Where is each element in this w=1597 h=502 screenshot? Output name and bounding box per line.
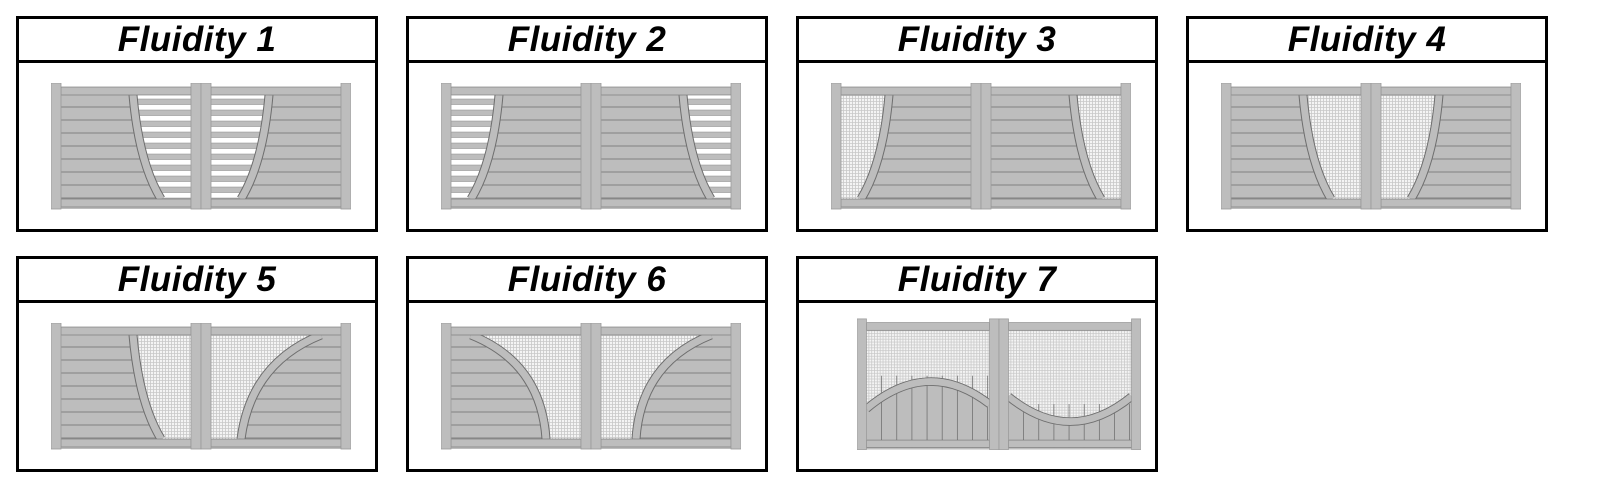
post <box>590 83 602 210</box>
left-mesh <box>866 330 990 409</box>
gate-drawing <box>51 323 351 450</box>
right-cutout <box>211 95 269 199</box>
post <box>441 83 452 210</box>
post <box>1510 83 1521 210</box>
post <box>190 83 202 210</box>
post <box>831 83 842 210</box>
gate-drawing <box>441 83 741 210</box>
gate-drawing <box>831 83 1131 210</box>
right-cutout <box>1381 95 1439 199</box>
post <box>590 323 602 450</box>
gate-card-fluidity-6[interactable]: Fluidity 6 <box>406 256 768 472</box>
top-rail <box>1230 86 1362 96</box>
gate-title: Fluidity 7 <box>799 259 1155 303</box>
post <box>51 323 62 450</box>
post <box>857 318 867 450</box>
top-rail <box>60 326 192 336</box>
post <box>989 318 1000 450</box>
post <box>730 83 741 210</box>
gate-card-fluidity-1[interactable]: Fluidity 1 <box>16 16 378 232</box>
gate-title: Fluidity 6 <box>409 259 765 303</box>
right-mesh <box>1008 330 1132 422</box>
top-rail <box>450 326 582 336</box>
post <box>1360 83 1372 210</box>
bottom-rail <box>60 438 192 448</box>
right-cutout <box>683 95 731 199</box>
gate-title: Fluidity 2 <box>409 19 765 63</box>
top-rail <box>60 86 192 96</box>
gate-drawing <box>51 83 351 210</box>
left-cutout <box>133 95 191 199</box>
post <box>998 318 1009 450</box>
gate-drawing <box>857 318 1141 450</box>
post <box>441 323 452 450</box>
post <box>340 323 351 450</box>
bottom-rail <box>840 198 972 208</box>
post <box>1221 83 1232 210</box>
right-cutout <box>1073 95 1121 199</box>
gate-card-fluidity-7[interactable]: Fluidity 7 <box>796 256 1158 472</box>
post <box>580 83 592 210</box>
left-cutout <box>133 335 191 439</box>
gate-card-fluidity-3[interactable]: Fluidity 3 <box>796 16 1158 232</box>
gate-drawing <box>441 323 741 450</box>
post <box>340 83 351 210</box>
bottom-rail <box>1230 198 1362 208</box>
post <box>1120 83 1131 210</box>
left-cutout <box>1303 95 1361 199</box>
post <box>1370 83 1382 210</box>
gate-drawing <box>1221 83 1521 210</box>
left-cutout <box>471 335 581 439</box>
left-cutout <box>451 95 499 199</box>
gate-title: Fluidity 5 <box>19 259 375 303</box>
post <box>580 323 592 450</box>
right-cutout <box>601 335 711 439</box>
gate-title: Fluidity 3 <box>799 19 1155 63</box>
gate-title: Fluidity 4 <box>1189 19 1545 63</box>
top-rail <box>450 86 582 96</box>
left-cutout <box>841 95 889 199</box>
gate-card-fluidity-2[interactable]: Fluidity 2 <box>406 16 768 232</box>
right-cutout <box>211 335 321 439</box>
post <box>200 83 212 210</box>
gate-card-fluidity-5[interactable]: Fluidity 5 <box>16 256 378 472</box>
bottom-rail <box>866 439 990 448</box>
post <box>730 323 741 450</box>
post <box>980 83 992 210</box>
post <box>200 323 212 450</box>
post <box>190 323 202 450</box>
post <box>51 83 62 210</box>
gate-card-fluidity-4[interactable]: Fluidity 4 <box>1186 16 1548 232</box>
bottom-rail <box>60 198 192 208</box>
bottom-rail <box>450 438 582 448</box>
top-rail <box>840 86 972 96</box>
post <box>1131 318 1141 450</box>
gate-title: Fluidity 1 <box>19 19 375 63</box>
post <box>970 83 982 210</box>
top-rail <box>866 322 990 331</box>
bottom-rail <box>450 198 582 208</box>
